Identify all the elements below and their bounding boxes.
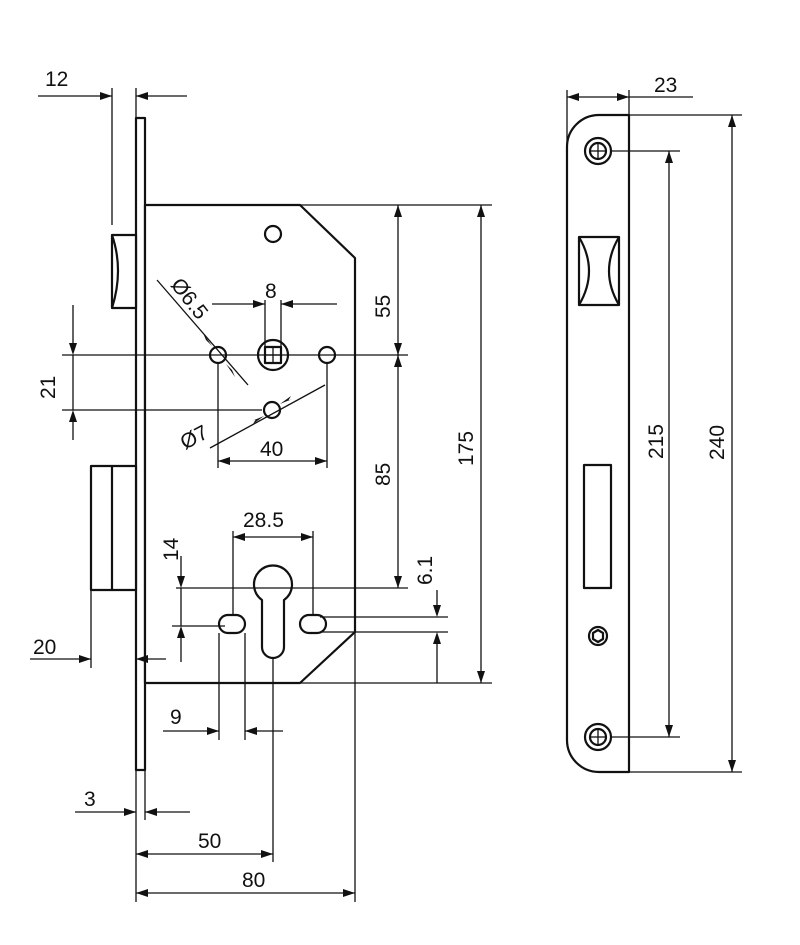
- dead-bolt: [89, 464, 138, 592]
- front-dimension-labels: 23 215 240: [645, 74, 729, 460]
- deadbolt-slot: [582, 463, 613, 590]
- front-dimension-lines: [566, 90, 742, 773]
- side-dimension-lines: [30, 88, 492, 902]
- dim-9-label: 9: [170, 706, 182, 729]
- front-view: 23 215 240: [565, 74, 742, 774]
- side-view: 12 8 Ø6.5 55 21 175 Ø7 40 85 28.5 14 6.1…: [30, 68, 492, 902]
- dim-215-label: 215: [645, 424, 668, 459]
- dim-21-label: 21: [37, 376, 60, 399]
- cylinder-screw-hole: [587, 625, 609, 647]
- faceplate: [565, 113, 631, 774]
- forend-plate: [134, 116, 147, 772]
- dim-40-label: 40: [260, 438, 283, 461]
- latch-opening: [577, 235, 621, 307]
- dim-3-label: 3: [84, 788, 96, 811]
- small-screw-hole: [263, 224, 283, 244]
- dim-6-1-label: 6.1: [414, 556, 437, 585]
- dim-50-label: 50: [198, 830, 221, 853]
- dim-85-label: 85: [372, 463, 395, 486]
- dim-175-label: 175: [455, 431, 478, 466]
- dim-12-label: 12: [45, 68, 68, 91]
- cylinder-slot-left: [217, 613, 247, 635]
- dim-55-label: 55: [372, 295, 395, 318]
- dim-14-label: 14: [160, 537, 183, 561]
- latch-bolt: [110, 233, 138, 310]
- dim-8-label: 8: [265, 280, 277, 303]
- cylinder-screw-hex: [591, 628, 605, 644]
- dim-240-label: 240: [706, 425, 729, 460]
- lock-case: [143, 203, 357, 685]
- cylinder-cutout: [252, 564, 294, 660]
- dim-80-label: 80: [242, 869, 265, 892]
- dim-20-label: 20: [33, 636, 56, 659]
- dim-23-label: 23: [654, 74, 677, 97]
- dim-28-5-label: 28.5: [243, 509, 284, 532]
